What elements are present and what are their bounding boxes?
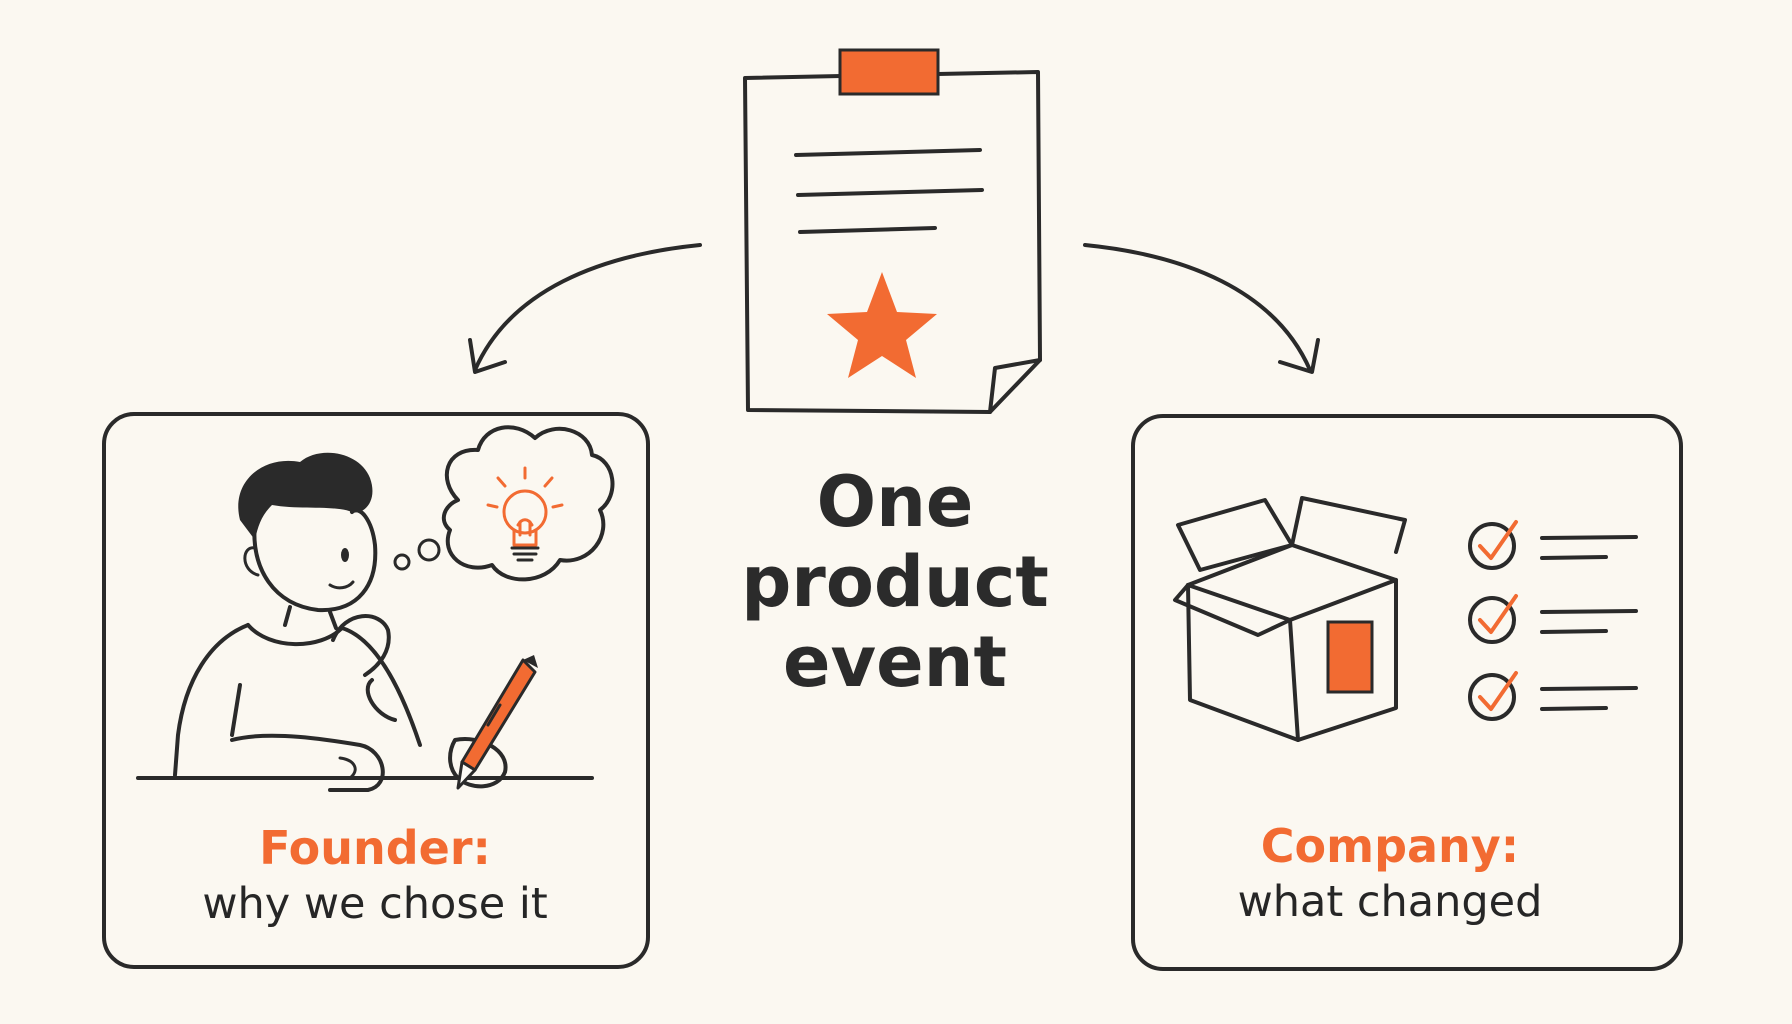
- star-icon: [827, 272, 937, 378]
- center-title-line-2: product: [741, 541, 1049, 623]
- founder-card: [102, 412, 650, 969]
- center-title-line-3: event: [783, 621, 1007, 703]
- founder-title: Founder:: [259, 821, 491, 875]
- person-thinking-icon: [136, 452, 594, 792]
- thought-bubble: [393, 425, 615, 582]
- open-box-icon: [1173, 496, 1407, 742]
- company-label: Company: what changed: [1180, 818, 1600, 930]
- company-subtitle: what changed: [1237, 877, 1543, 927]
- arrow-left-icon: [468, 243, 702, 374]
- box-label: [1326, 620, 1374, 694]
- founder-label: Founder: why we chose it: [160, 820, 590, 932]
- founder-subtitle: why we chose it: [202, 879, 548, 929]
- company-card: [1131, 414, 1683, 971]
- company-title: Company:: [1260, 819, 1520, 873]
- center-title-line-1: One: [816, 461, 974, 543]
- tape: [838, 48, 940, 96]
- lightbulb-icon: [486, 466, 564, 562]
- checklist-icon: [1468, 520, 1638, 721]
- arrow-right-icon: [1083, 243, 1320, 374]
- pencil-icon: [456, 655, 538, 790]
- center-title: One product event: [720, 462, 1070, 702]
- document-star-icon: [743, 48, 1042, 414]
